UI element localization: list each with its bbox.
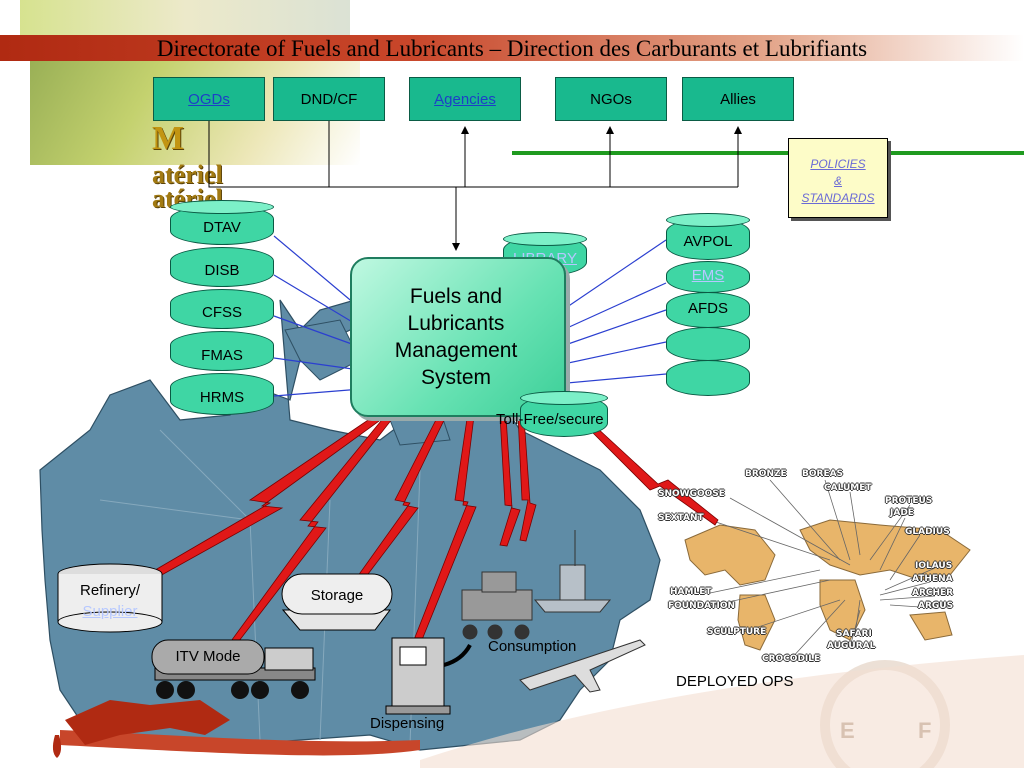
fmas-label: FMAS: [201, 347, 243, 364]
cyl-hrms: [170, 373, 274, 415]
op-label: IOLAUS: [915, 561, 953, 571]
cyl-empty-2: [666, 360, 750, 396]
hrms-label: HRMS: [199, 389, 245, 406]
op-label: CROCODILE: [762, 654, 821, 664]
op-label: SCULPTURE: [707, 627, 767, 637]
gauge-f-label: F: [918, 718, 932, 743]
op-label: ATHENA: [912, 574, 953, 584]
fuel-nozzle-icon: [65, 700, 230, 745]
storage-label: Storage: [310, 587, 364, 604]
policies-note[interactable]: [788, 138, 888, 218]
policies-standards-link[interactable]: POLICIES&STANDARDS: [801, 157, 875, 205]
cyl-fmas: [170, 331, 274, 371]
itv-truck-icon: [151, 639, 316, 699]
cyl-empty-1: [666, 327, 750, 361]
avpol-label: AVPOL: [683, 233, 733, 250]
warship-icon: [533, 530, 612, 613]
op-label: GLADIUS: [905, 527, 950, 537]
ngos-label: NGOs: [590, 90, 632, 108]
consumption-label: Consumption: [488, 638, 577, 655]
gauge-e-label: E: [840, 718, 855, 743]
library-cap: [503, 232, 587, 246]
refinery-label: Refinery/ Supplier: [58, 580, 162, 622]
ogds-link[interactable]: OGDs: [188, 90, 230, 108]
armoured-vehicle-icon: [461, 571, 533, 640]
ngos-box: NGOs: [555, 77, 667, 121]
op-label: ARCHER: [912, 588, 954, 598]
ogds-box[interactable]: OGDs: [153, 77, 265, 121]
stakeholder-bus: [208, 120, 742, 251]
cfss-label: CFSS: [201, 304, 242, 321]
op-label: JADE: [890, 508, 914, 518]
op-label: CALUMET: [824, 483, 872, 493]
agencies-box[interactable]: Agencies: [409, 77, 521, 121]
dnd-cf-label: DND/CF: [300, 90, 358, 108]
page-title: Directorate of Fuels and Lubricants – Di…: [156, 36, 868, 61]
refinery-tank-icon: [57, 563, 163, 633]
flms-box: [350, 257, 566, 417]
supplier-link[interactable]: Supplier: [82, 603, 138, 620]
allies-box: Allies: [682, 77, 794, 121]
deployed-ops-label: DEPLOYED OPS: [676, 673, 794, 690]
op-label: SEXTANT: [658, 513, 704, 523]
op-label: SNOWGOOSE: [658, 489, 725, 499]
ems-link[interactable]: EMS: [691, 267, 725, 284]
agencies-link[interactable]: Agencies: [434, 90, 496, 108]
cyl-cfss: [170, 289, 274, 329]
cyl-disb: [170, 247, 274, 287]
op-label: AUGURAL: [827, 641, 876, 651]
toll-free-cap: [520, 391, 608, 405]
aircraft-icon: [519, 639, 646, 693]
op-label: HAMLET: [670, 587, 712, 597]
cyl-cap: [170, 200, 274, 214]
op-label: SAFARI: [836, 629, 872, 639]
disb-label: DISB: [204, 262, 240, 279]
op-label: BOREAS: [802, 469, 844, 479]
comm-bolts: [149, 409, 719, 653]
cyl-ems[interactable]: [666, 261, 750, 293]
dtav-label: DTAV: [203, 219, 241, 236]
toll-free-label: Toll-Free/secure: [496, 411, 604, 428]
title-bar: [0, 35, 1024, 61]
fuel-pump-icon: [385, 637, 472, 715]
op-label: FOUNDATION: [668, 601, 736, 611]
op-label: PROTEUS: [885, 496, 933, 506]
dnd-cf-box: DND/CF: [273, 77, 385, 121]
dispensing-label: Dispensing: [370, 715, 445, 732]
itv-mode-label: ITV Mode: [175, 648, 241, 665]
op-label: BRONZE: [745, 469, 787, 479]
cyl-cap-right: [666, 213, 750, 227]
ops-leader-lines: [704, 479, 936, 661]
op-label: ARGUS: [918, 601, 954, 611]
storage-tank-icon: [281, 573, 393, 631]
afds-label: AFDS: [687, 300, 728, 317]
allies-label: Allies: [720, 90, 756, 108]
